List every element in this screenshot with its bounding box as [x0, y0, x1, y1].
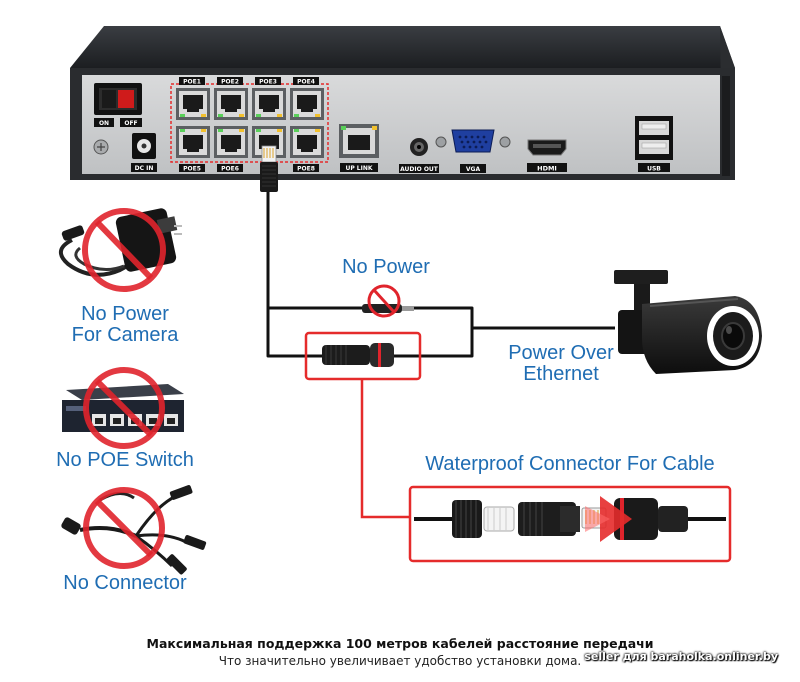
power-over-ethernet-label-line1: Power Over — [508, 342, 614, 364]
no-connector-prohibit-icon — [83, 487, 165, 569]
ethernet-cable — [266, 192, 615, 358]
poe6-label: POE6 — [221, 166, 239, 173]
poe-bottom-labels: POE5 POE6 POE8 — [179, 164, 319, 173]
poe-port — [290, 88, 324, 120]
splitter-cable-image — [61, 485, 207, 575]
poe-port — [290, 126, 324, 158]
poe-port — [214, 126, 248, 158]
waterproof-connector-detail — [408, 485, 732, 563]
poe-port-grid — [176, 88, 324, 158]
dc-in-label: DC IN — [135, 165, 154, 172]
switch-on-label: ON — [99, 120, 109, 127]
rj45-plug — [260, 145, 278, 192]
usb-label: USB — [647, 166, 661, 173]
switch-off-plate — [120, 118, 142, 127]
no-power-camera-prohibit-icon — [82, 208, 166, 292]
poe-ports-highlight — [170, 83, 329, 163]
poe-top-labels: POE1 POE2 POE3 POE4 — [179, 77, 319, 86]
power-over-ethernet-label-line2: Ethernet — [523, 363, 599, 385]
nvr-device: ON OFF DC IN POE1 POE2 POE3 POE4 POE5 — [70, 26, 735, 180]
no-connector-label: No Connector — [63, 572, 187, 594]
poe1-label: POE1 — [183, 79, 201, 86]
waterproof-connector-inline — [304, 331, 422, 381]
no-power-camera-label-line1: No Power — [81, 303, 169, 325]
vga-port — [435, 129, 511, 173]
usb-ports — [635, 116, 673, 172]
audio-out-label: AUDIO OUT — [400, 166, 439, 173]
watermark: seller для baraholka.onliner.by — [584, 650, 778, 663]
no-power-label: No Power — [342, 256, 430, 278]
uplink-label: UP LINK — [345, 165, 372, 172]
poe-port — [214, 88, 248, 120]
hdmi-label: HDMI — [537, 165, 557, 173]
poe-port — [176, 88, 210, 120]
no-poe-switch-prohibit-icon — [83, 367, 165, 449]
poe2-label: POE2 — [221, 79, 239, 86]
vga-label: VGA — [466, 166, 481, 173]
poe-port — [252, 88, 286, 120]
no-poe-switch-label: No POE Switch — [56, 449, 194, 471]
no-power-prohibit-icon — [367, 284, 401, 318]
nvr-rear-edge — [722, 76, 730, 176]
poe8-label: POE8 — [297, 166, 315, 173]
nvr-top-cover — [70, 26, 735, 68]
caption-line-2: Что значительно увеличивает удобство уст… — [218, 654, 582, 668]
no-power-camera-label-line2: For Camera — [71, 324, 179, 346]
poe4-label: POE4 — [297, 79, 315, 86]
power-switch — [94, 83, 142, 127]
poe5-label: POE5 — [183, 166, 201, 173]
switch-on-plate — [94, 118, 114, 127]
detail-leader-line — [360, 379, 410, 519]
switch-off-label: OFF — [124, 120, 137, 127]
poe-port — [176, 126, 210, 158]
poe3-label: POE3 — [259, 79, 277, 86]
waterproof-connector-label: Waterproof Connector For Cable — [425, 453, 715, 475]
audio-out-jack — [399, 138, 439, 173]
caption-line-1: Максимальная поддержка 100 метров кабеле… — [146, 636, 654, 651]
bullet-camera — [614, 270, 762, 374]
uplink-port — [339, 124, 379, 172]
hdmi-port — [527, 139, 567, 172]
